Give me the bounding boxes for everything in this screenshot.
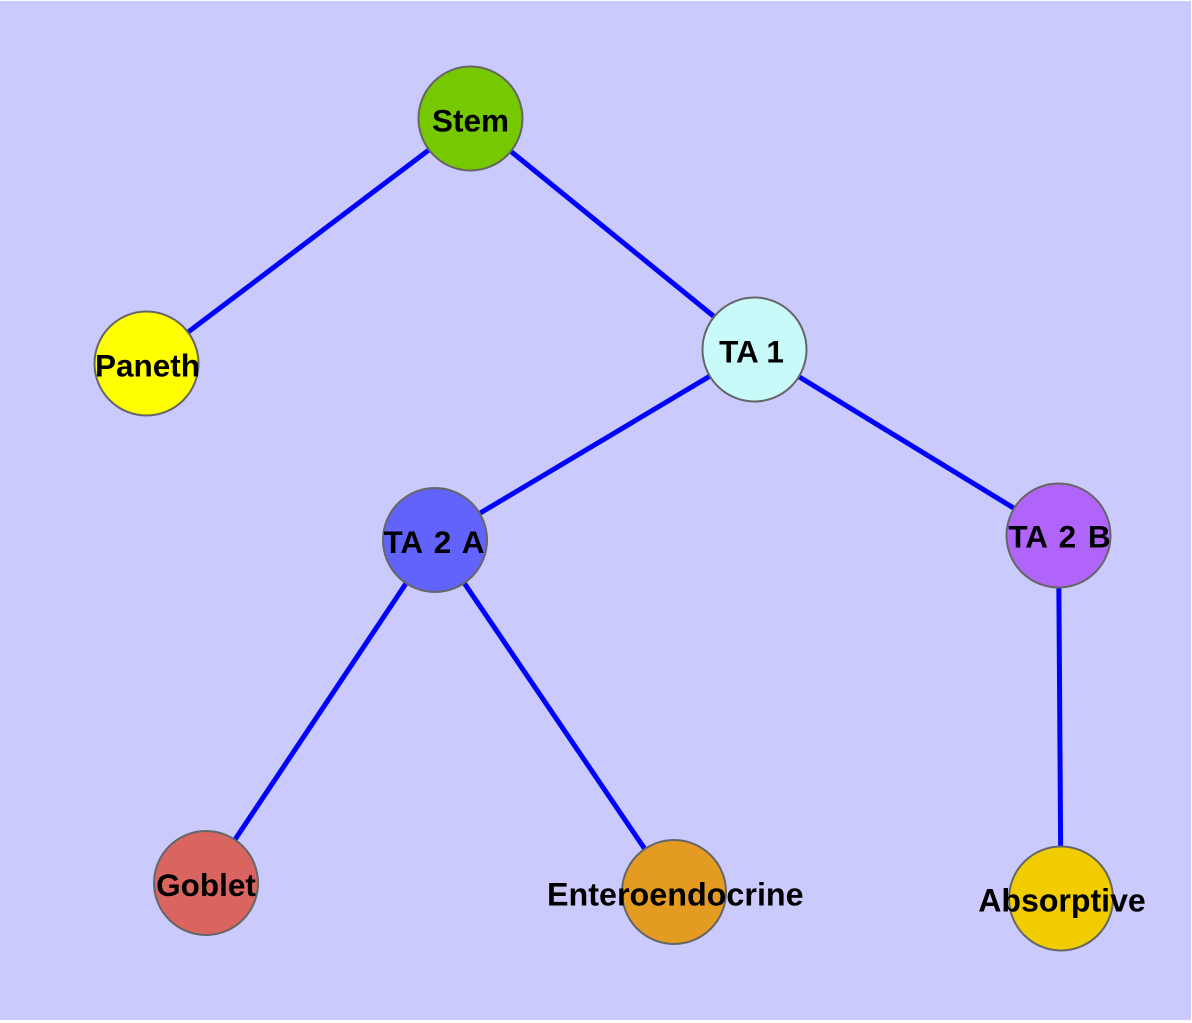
svg-text:Absorptive: Absorptive (978, 883, 1146, 919)
svg-text:TA 2 B: TA 2 B (1008, 519, 1110, 555)
svg-text:TA 1: TA 1 (719, 334, 784, 370)
svg-text:Paneth: Paneth (95, 348, 200, 384)
svg-text:Enteroendocrine: Enteroendocrine (547, 877, 804, 913)
svg-text:Goblet: Goblet (156, 867, 256, 903)
svg-text:TA 2 A: TA 2 A (383, 524, 484, 560)
svg-text:Stem: Stem (432, 103, 509, 139)
